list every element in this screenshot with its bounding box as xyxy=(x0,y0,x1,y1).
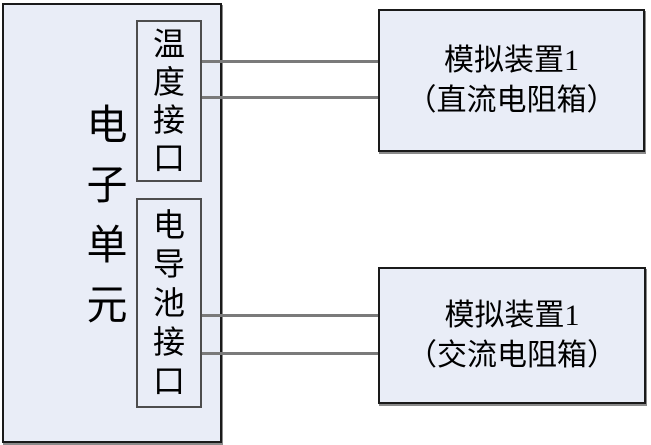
temperature-port-label: 温度接口 xyxy=(152,26,185,176)
electronic-unit-label: 电子单元 xyxy=(86,102,128,328)
connector-line-conductivity-2 xyxy=(202,352,378,355)
simulated-device-ac-box: 模拟装置1 （交流电阻箱） xyxy=(378,267,646,404)
simulated-device-ac-subtitle: （交流电阻箱） xyxy=(407,338,617,372)
simulated-device-dc-title: 模拟装置1 xyxy=(444,43,579,77)
connector-line-conductivity-1 xyxy=(202,314,378,317)
conductivity-port-box: 电导池接口 xyxy=(136,198,202,408)
connector-line-temperature-2 xyxy=(202,96,378,99)
simulated-device-dc-subtitle: （直流电阻箱） xyxy=(406,83,617,117)
simulated-device-ac-title: 模拟装置1 xyxy=(444,298,580,332)
simulated-device-dc-box: 模拟装置1 （直流电阻箱） xyxy=(378,9,645,152)
temperature-port-box: 温度接口 xyxy=(136,20,202,182)
connector-line-temperature-1 xyxy=(202,60,378,63)
conductivity-port-label: 电导池接口 xyxy=(152,206,185,399)
